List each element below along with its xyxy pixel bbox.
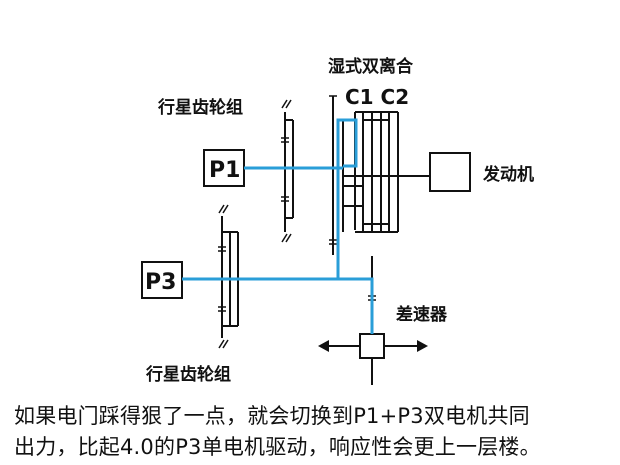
- dual-clutch-label: 湿式双离合: [328, 56, 414, 77]
- caption-line-1: 如果电门踩得狠了一点，就会切换到P1+P3双电机共同: [14, 404, 530, 428]
- engine-label: 发动机: [482, 164, 534, 185]
- planetary-gear-label-top: 行星齿轮组: [157, 97, 243, 118]
- p1-label: P1: [209, 158, 240, 183]
- planetary-gear-label-bottom: 行星齿轮组: [145, 364, 231, 385]
- p1-motor: P1: [203, 149, 245, 187]
- caption-line-2: 出力，比起4.0的P3单电机驱动，响应性会更上一层楼。: [14, 435, 541, 459]
- left-arrow-icon: [318, 340, 329, 352]
- planetary-gear-set-top: [281, 99, 294, 243]
- p3-label: P3: [145, 270, 176, 295]
- planetary-gear-set-bottom: [218, 204, 239, 349]
- differential-label: 差速器: [396, 304, 448, 325]
- clutch-names-label: C1 C2: [345, 85, 409, 109]
- right-arrow-icon: [417, 340, 428, 352]
- p3-motor: P3: [141, 261, 183, 299]
- power-flow-path: [182, 118, 374, 334]
- engine-box: [429, 152, 471, 192]
